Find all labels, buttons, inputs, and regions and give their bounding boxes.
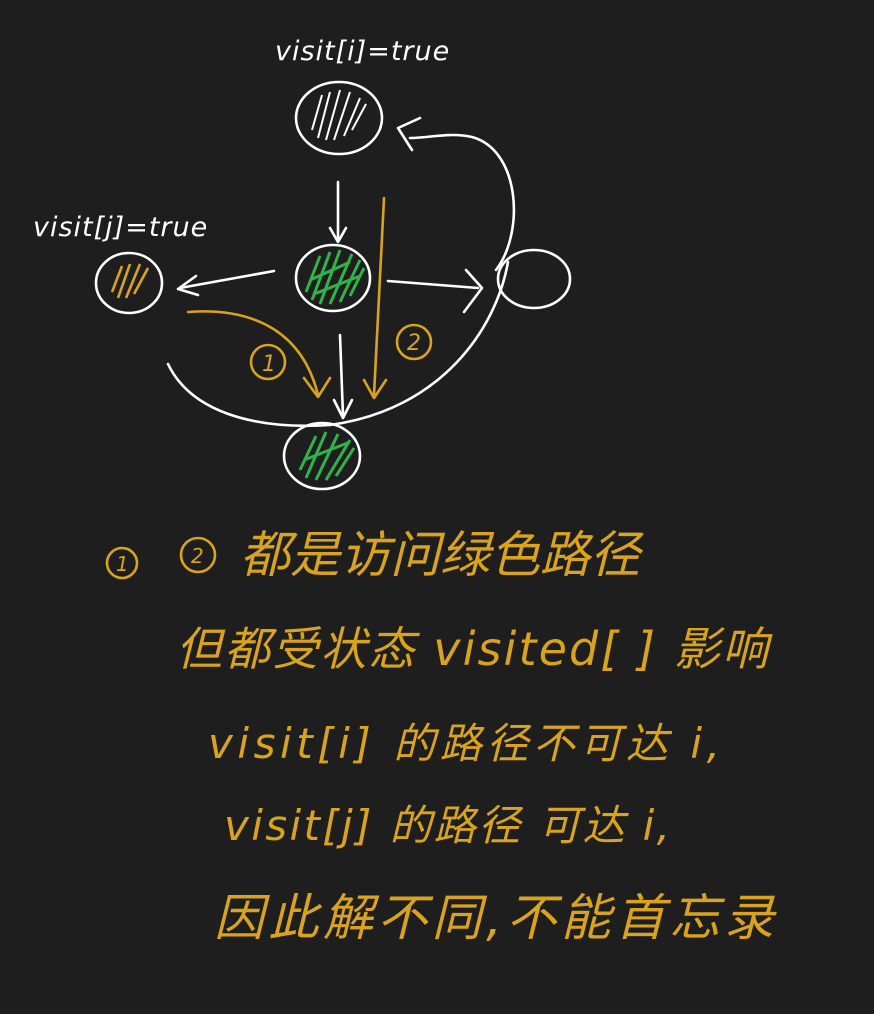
note-text-1: 都是访问绿色路径 bbox=[240, 526, 644, 584]
label-visit-j-true: visit[j]=true bbox=[33, 212, 208, 243]
edge-center-to-left bbox=[176, 269, 276, 297]
svg-text:2: 2 bbox=[191, 544, 204, 568]
edge-center-to-bottom bbox=[332, 333, 354, 420]
note-line-5: 因此解不同,不能首忘录 bbox=[214, 889, 777, 947]
gold-path-2 bbox=[362, 196, 388, 400]
node-bottom-green bbox=[282, 421, 362, 491]
node-right-empty bbox=[496, 248, 572, 310]
note-line-1: 1 2 都是访问绿色路径 bbox=[105, 526, 644, 584]
notes-block: 1 2 都是访问绿色路径 但都受状态 visited[ ] 影响 visit[i… bbox=[105, 526, 777, 947]
path-marker-2: 2 bbox=[395, 323, 433, 361]
edge-right-around-to-bottom bbox=[166, 260, 510, 427]
note-line-3: visit[i] 的路径不可达 i, bbox=[208, 719, 720, 768]
note-line-4: visit[j] 的路径 可达 i, bbox=[224, 801, 670, 850]
node-center-green bbox=[294, 243, 372, 313]
note-line-2: 但都受状态 visited[ ] 影响 bbox=[176, 622, 773, 676]
svg-text:2: 2 bbox=[407, 331, 421, 356]
edge-top-to-center bbox=[328, 180, 348, 244]
label-visit-i-true: visit[i]=true bbox=[275, 36, 450, 67]
node-top-visited bbox=[294, 80, 384, 156]
path-marker-1: 1 bbox=[249, 343, 287, 381]
svg-text:1: 1 bbox=[116, 552, 129, 576]
gold-path-1 bbox=[186, 310, 332, 399]
edge-center-to-right bbox=[386, 268, 484, 314]
node-left-gold bbox=[94, 251, 164, 315]
svg-text:1: 1 bbox=[262, 352, 276, 377]
edge-right-back-to-top bbox=[396, 116, 516, 272]
